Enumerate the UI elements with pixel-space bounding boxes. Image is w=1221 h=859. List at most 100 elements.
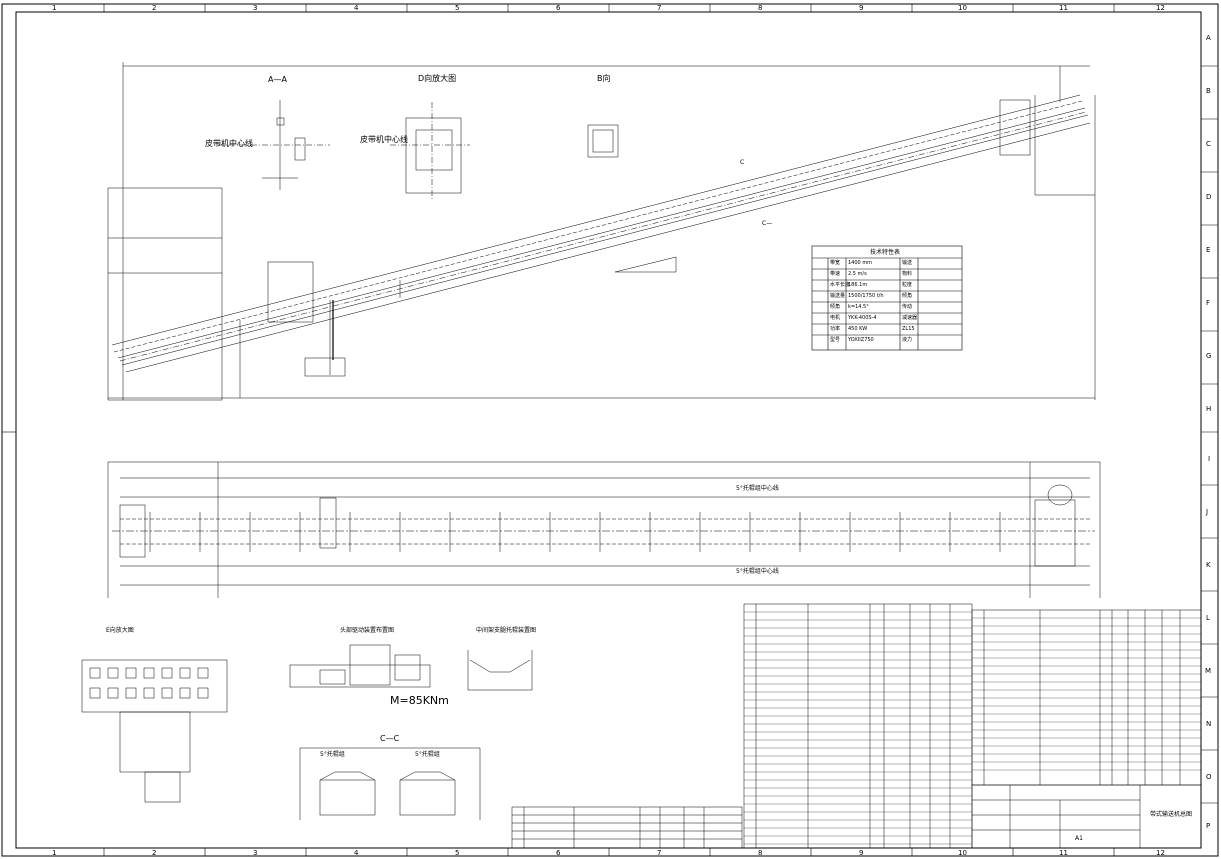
section-cc-label: C—C	[380, 734, 400, 743]
spec-value: 186.1m	[848, 282, 868, 288]
row-label: A	[1206, 34, 1211, 42]
col-label: 8	[758, 4, 763, 12]
drawing-scale: A1	[1075, 835, 1083, 842]
col-label: 1	[52, 849, 57, 857]
row-label: P	[1206, 822, 1211, 830]
col-label: 4	[354, 4, 359, 12]
inner-border	[15, 11, 1202, 849]
spec-key-right: 粒度	[902, 282, 913, 288]
col-label: 11	[1059, 849, 1068, 857]
motor-layout-label: 头部驱动装置布置图	[340, 627, 395, 634]
spec-value: 2.5 m/s	[848, 271, 867, 277]
title-block	[971, 784, 1202, 849]
col-label: 8	[758, 849, 763, 857]
spec-key: 型号	[830, 337, 841, 343]
view-d-label: D向放大图	[418, 74, 457, 83]
spec-key-right: 倾角	[902, 293, 913, 299]
elevation-view	[107, 62, 1096, 401]
detail-cc	[299, 747, 481, 820]
spec-key-right: 传动	[902, 304, 913, 310]
belt-centerline-label-2: 皮带机中心线	[360, 135, 408, 144]
spec-key-right: 减速器	[902, 315, 918, 321]
parts-list-left	[511, 806, 743, 849]
idler-centerline-label-2: 5°托辊组中心线	[736, 568, 779, 575]
spec-key: 带宽	[830, 260, 841, 266]
col-label: 9	[859, 4, 864, 12]
col-label: 2	[152, 849, 157, 857]
col-label: 7	[657, 4, 662, 12]
idler-centerline-label-1: 5°托辊组中心线	[736, 485, 779, 492]
row-label: L	[1206, 614, 1210, 622]
row-label: N	[1206, 720, 1212, 728]
spec-key: 带速	[830, 271, 841, 277]
spec-value: 1400 mm	[848, 260, 873, 266]
detail-e	[81, 659, 228, 803]
col-label: 4	[354, 849, 359, 857]
spec-key: 输送量	[830, 293, 846, 299]
plan-view	[107, 461, 1101, 598]
view-b-label: B向	[597, 74, 611, 83]
section-c-mark: C	[740, 159, 745, 166]
row-label: J	[1206, 508, 1209, 516]
spec-key: 电机	[830, 315, 841, 321]
row-ticks	[2, 65, 1218, 804]
spec-table-title: 技术特性表	[870, 249, 901, 256]
row-label: C	[1206, 140, 1211, 148]
row-label: H	[1206, 405, 1212, 413]
spec-key: 功率	[830, 326, 841, 332]
section-aa-label: A—A	[268, 75, 287, 84]
spec-value: YOXIIZ750	[848, 337, 874, 343]
col-label: 3	[253, 849, 258, 857]
row-label: B	[1206, 87, 1211, 95]
idler-group-label-a: 5°托辊组	[320, 751, 345, 758]
col-label: 12	[1156, 4, 1165, 12]
row-label: G	[1206, 352, 1212, 360]
detail-motor	[289, 644, 431, 688]
column-ticks	[103, 4, 1115, 856]
row-label: K	[1206, 561, 1211, 569]
view-e-label: E向放大图	[106, 627, 134, 634]
col-label: 11	[1059, 4, 1068, 12]
row-label: M	[1205, 667, 1212, 675]
parts-list-right-rows	[972, 617, 1201, 771]
spec-key-right: 液力	[902, 337, 913, 343]
section-c-mark-lower: C—	[762, 220, 773, 227]
idler-group-label-b: 5°托辊组	[415, 751, 440, 758]
spec-key: 倾角	[830, 304, 841, 310]
col-label: 9	[859, 849, 864, 857]
col-label: 6	[556, 849, 561, 857]
spec-key: 水平长度	[830, 282, 851, 288]
col-label: 5	[455, 4, 460, 12]
spec-value: YKK-400S-4	[848, 315, 877, 321]
col-label: 6	[556, 4, 561, 12]
outer-border	[1, 3, 1219, 857]
spec-key-right: 输送	[902, 260, 913, 266]
col-label: 10	[958, 4, 967, 12]
plan-idlers	[149, 512, 1001, 552]
col-label: 5	[455, 849, 460, 857]
moment-label: M=85KNm	[390, 694, 449, 707]
parts-list-middle	[743, 603, 973, 849]
parts-list-middle-rows	[744, 611, 972, 845]
spec-key-right: ZL15	[902, 326, 915, 332]
spec-value: 1500/1750 t/h	[848, 293, 884, 299]
spec-key-right: 物料	[902, 271, 913, 277]
drawing-title: 带式输送机总图	[1150, 811, 1193, 818]
row-label: O	[1206, 773, 1212, 781]
col-label: 2	[152, 4, 157, 12]
col-label: 1	[52, 4, 57, 12]
row-label: F	[1206, 299, 1211, 307]
spec-value: k=14.5°	[848, 304, 869, 310]
col-label: 7	[657, 849, 662, 857]
row-label: D	[1206, 193, 1212, 201]
belt-centerline-label-1: 皮带机中心线	[205, 139, 253, 148]
spec-value: 450 KW	[848, 326, 868, 332]
detail-roller	[467, 650, 533, 691]
row-label: E	[1206, 246, 1211, 254]
col-label: 10	[958, 849, 967, 857]
col-label: 3	[253, 4, 258, 12]
roller-layout-label: 中间架支腿托辊装置图	[476, 627, 537, 634]
parts-list-right	[971, 609, 1202, 786]
row-label: I	[1208, 455, 1211, 463]
